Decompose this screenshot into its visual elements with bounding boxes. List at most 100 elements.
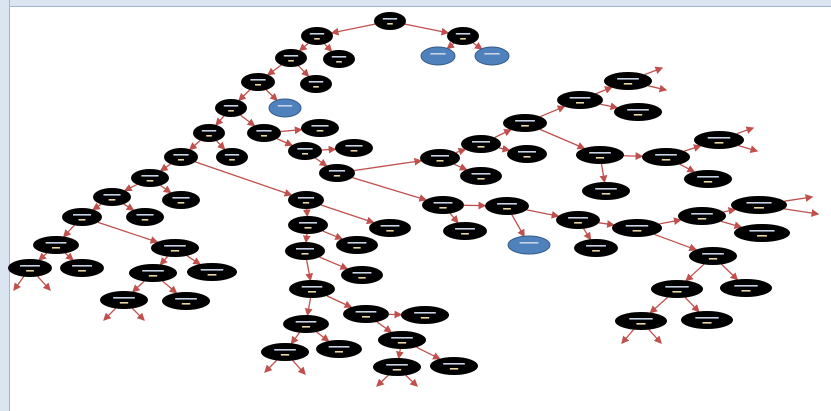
tree-node[interactable] [507, 235, 551, 255]
tree-node[interactable] [319, 164, 355, 182]
tree-node[interactable] [283, 315, 329, 333]
tree-node[interactable] [289, 280, 335, 298]
row-header-bar[interactable] [0, 0, 10, 411]
tree-node[interactable] [694, 131, 744, 149]
tree-node[interactable] [335, 139, 373, 157]
tree-node[interactable] [193, 124, 225, 142]
tree-node[interactable] [681, 311, 733, 329]
node-shape [162, 292, 210, 310]
tree-node[interactable] [720, 279, 772, 297]
tree-node[interactable] [187, 263, 237, 281]
tree-node[interactable] [261, 343, 309, 361]
tree-node[interactable] [576, 146, 624, 164]
tree-node[interactable] [689, 247, 737, 265]
tree-node[interactable] [731, 196, 787, 214]
tree-node[interactable] [582, 182, 630, 200]
tree-node[interactable] [131, 169, 169, 187]
tree-node[interactable] [651, 280, 703, 298]
node-label-mark [72, 265, 92, 267]
open-branch-arrow [736, 126, 755, 135]
tree-node[interactable] [503, 114, 547, 132]
tree-node[interactable] [323, 50, 355, 68]
node-shape [374, 12, 406, 30]
tree-node[interactable] [215, 99, 247, 117]
edge-connector [298, 42, 309, 52]
tree-node[interactable] [288, 142, 322, 160]
tree-node[interactable] [378, 331, 426, 349]
tree-node[interactable] [734, 224, 790, 242]
tree-node[interactable] [343, 305, 389, 323]
node-label-mark [380, 225, 400, 227]
node-shape [33, 236, 79, 254]
tree-node[interactable] [164, 148, 198, 166]
tree-node[interactable] [162, 191, 200, 209]
edge-connector [302, 233, 311, 244]
tree-node[interactable] [301, 27, 333, 45]
node-label-mark [164, 245, 186, 247]
tree-node[interactable] [275, 49, 307, 67]
node-label-mark [299, 222, 317, 224]
node-label-mark [119, 302, 129, 304]
tree-node[interactable] [100, 291, 148, 309]
tree-node[interactable] [33, 236, 79, 254]
tree-node[interactable] [461, 135, 501, 153]
tree-node[interactable] [268, 98, 302, 118]
tree-node[interactable] [443, 222, 487, 240]
column-header-bar[interactable] [0, 0, 831, 7]
tree-node[interactable] [422, 196, 464, 214]
tree-node[interactable] [241, 73, 275, 91]
tree-node[interactable] [62, 208, 102, 226]
tree-node[interactable] [247, 124, 281, 142]
tree-node[interactable] [129, 264, 177, 282]
node-label-mark [304, 227, 312, 229]
tree-node[interactable] [420, 46, 456, 66]
tree-node[interactable] [126, 208, 164, 226]
tree-node[interactable] [420, 149, 460, 167]
node-label-mark [301, 326, 311, 328]
tree-node[interactable] [642, 148, 690, 166]
tree-node[interactable] [574, 239, 618, 257]
tree-node[interactable] [374, 12, 406, 30]
tree-node[interactable] [341, 266, 383, 284]
tree-node[interactable] [300, 75, 332, 93]
tree-node[interactable] [615, 312, 667, 330]
tree-node[interactable] [507, 145, 547, 163]
node-label-mark [207, 274, 217, 276]
tree-node[interactable] [460, 167, 502, 185]
tree-node[interactable] [369, 219, 411, 237]
tree-node[interactable] [8, 259, 52, 277]
open-branch-arrow [784, 194, 814, 202]
tree-node[interactable] [288, 216, 328, 234]
tree-node[interactable] [60, 259, 104, 277]
tree-node[interactable] [373, 358, 421, 376]
tree-node[interactable] [604, 72, 652, 90]
tree-node[interactable] [612, 219, 662, 237]
tree-node[interactable] [285, 242, 325, 260]
tree-node[interactable] [447, 27, 479, 45]
node-label-mark [172, 197, 190, 199]
tree-node[interactable] [301, 119, 339, 137]
tree-node[interactable] [93, 188, 131, 206]
tree-node[interactable] [614, 103, 662, 121]
node-label-mark [307, 291, 317, 293]
tree-node[interactable] [430, 357, 478, 375]
tree-node[interactable] [556, 211, 600, 229]
tree-node[interactable] [162, 292, 210, 310]
tree-node[interactable] [678, 207, 726, 225]
edge-connector [654, 233, 698, 252]
tree-node[interactable] [684, 170, 732, 188]
tree-node[interactable] [401, 306, 449, 324]
tree-node[interactable] [316, 340, 362, 358]
tree-node[interactable] [288, 191, 324, 209]
tree-node[interactable] [485, 197, 529, 215]
tree-node[interactable] [557, 91, 603, 109]
edge-connector [659, 217, 682, 225]
node-label-mark [255, 84, 261, 86]
node-shape [689, 247, 737, 265]
tree-node[interactable] [216, 148, 248, 166]
tree-node[interactable] [474, 46, 510, 66]
node-label-mark [708, 258, 718, 260]
tree-node[interactable] [336, 236, 378, 254]
tree-node[interactable] [151, 239, 199, 257]
